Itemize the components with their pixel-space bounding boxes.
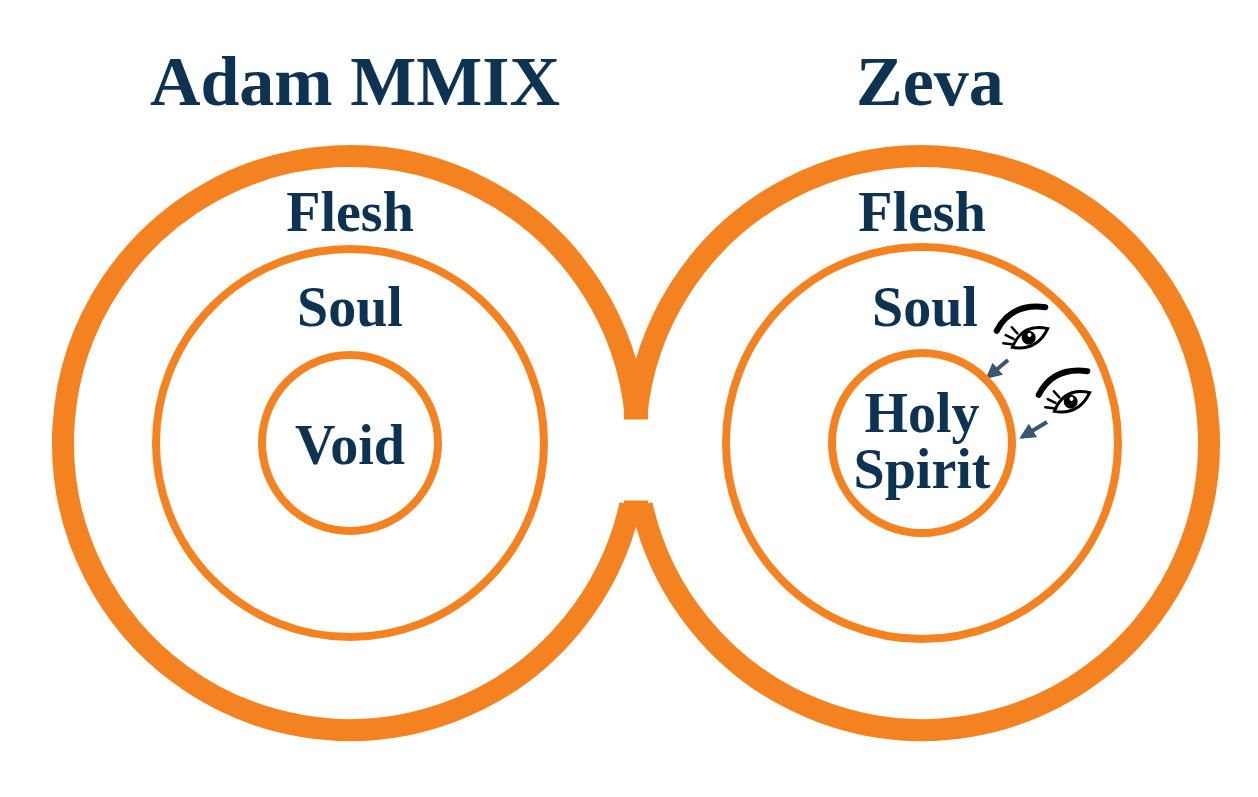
ring-stroke (156, 249, 544, 637)
inner-ring: Void (258, 351, 442, 535)
ring-label: Flesh (235, 184, 465, 240)
outer-ring: ZevaFleshSoulHoly Spirit (624, 145, 1220, 741)
neck-connector (624, 416, 648, 504)
eye-symbol (993, 298, 1059, 357)
ring-label: Soul (810, 279, 1040, 335)
middle-ring: SoulVoid (152, 245, 548, 641)
gaze-arrow (1022, 422, 1047, 437)
ring-label: Soul (235, 279, 465, 335)
ring-stroke (636, 156, 1209, 730)
title: Adam MMIX (75, 47, 635, 117)
ring-stroke (63, 156, 636, 730)
title: Zeva (650, 47, 1210, 117)
ring-label: Void (270, 417, 430, 473)
outer-ring: Adam MMIXFleshSoulVoid (52, 145, 648, 741)
ring-stroke (262, 355, 438, 531)
gaze-arrow (988, 360, 1008, 377)
inner-ring: Holy Spirit (828, 349, 1016, 537)
eye-symbol (1035, 362, 1101, 421)
ring-stroke (832, 353, 1012, 533)
ring-stroke (726, 247, 1118, 639)
middle-ring: SoulHoly Spirit (722, 243, 1122, 643)
ring-label: Flesh (807, 184, 1037, 240)
ring-label: Holy Spirit (842, 385, 1002, 497)
